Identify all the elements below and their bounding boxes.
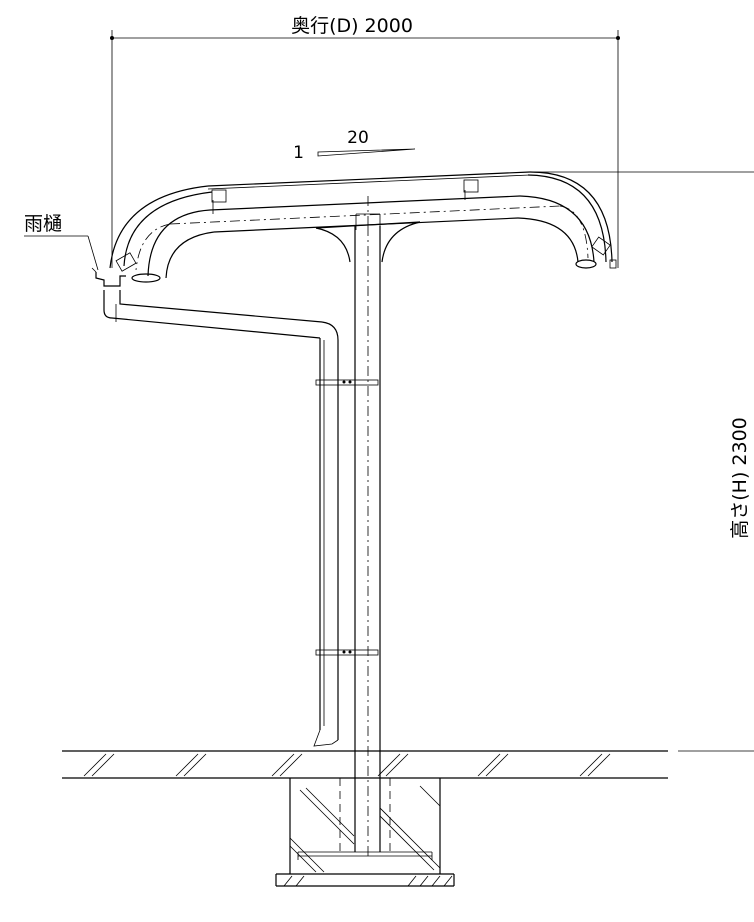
slope-indicator: 20 1 [293,128,416,163]
depth-dimension: 奥行(D) 2000 [110,15,620,268]
roof-beam [109,171,617,283]
slope-run-label: 20 [347,128,369,148]
height-dimension: 高さ(H) 2300 [729,417,751,539]
roof-panel [207,171,754,190]
slope-rise-label: 1 [293,143,304,163]
depth-label: 奥行(D) 2000 [291,15,413,37]
foundation [275,778,455,887]
main-post [354,226,381,860]
gutter-label: 雨樋 [24,213,62,235]
height-label: 高さ(H) 2300 [729,417,751,539]
drain-pipe [103,290,379,747]
ground-surface [62,750,754,779]
post-bracket [315,196,421,263]
rain-gutter: 雨樋 [24,213,126,287]
